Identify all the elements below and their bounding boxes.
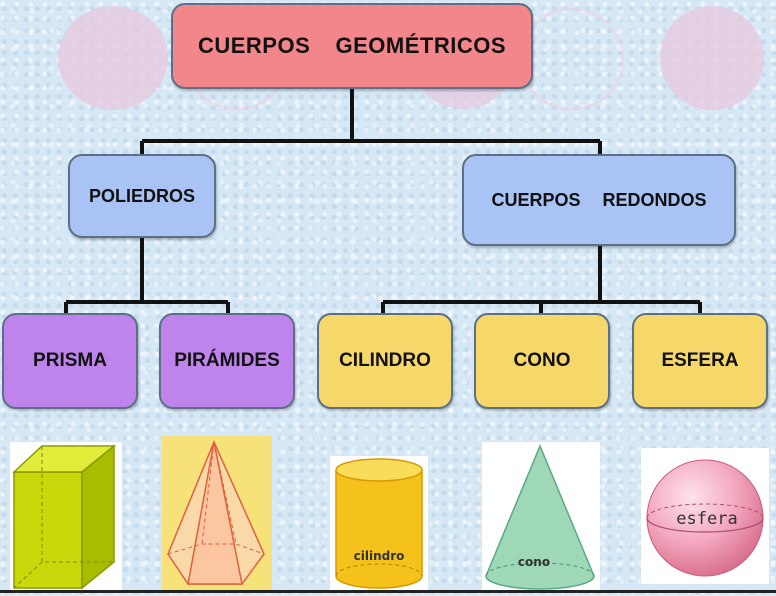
piramides-node: PIRÁMIDES [159,313,295,409]
root-label: CUERPOS GEOMÉTRICOS [197,33,507,58]
cylinder-image-label: cilindro [354,549,405,563]
cone-illustration: cono [482,442,600,592]
cilindro-label: CILINDRO [339,350,431,371]
connector-poliedros-to-children [64,238,230,314]
connector-redondos-to-children [381,246,702,314]
pyramid-illustration [162,436,272,592]
poliedros-label: POLIEDROS [88,185,195,206]
root-node: CUERPOS GEOMÉTRICOS [171,3,533,89]
cylinder-illustration: cilindro [330,456,428,592]
cilindro-node: CILINDRO [317,313,453,409]
sphere-image-label: esfera [676,509,737,529]
prism-illustration [10,442,122,592]
cono-node: CONO [474,313,610,409]
connector-root-to-level1 [140,88,602,155]
poliedros-node: POLIEDROS [68,154,216,238]
esfera-node: ESFERA [632,313,768,409]
decorative-circle-left [58,6,168,110]
sphere-illustration: esfera [641,448,769,584]
cone-image-label: cono [518,555,550,569]
prisma-label: PRISMA [33,350,107,371]
cuerpos-redondos-node: CUERPOS REDONDOS [462,154,736,246]
esfera-label: ESFERA [661,350,739,371]
prisma-node: PRISMA [2,313,138,409]
bottom-divider [0,590,776,593]
cono-label: CONO [513,350,571,371]
cuerpos-redondos-label: CUERPOS REDONDOS [491,189,707,210]
piramides-label: PIRÁMIDES [174,350,280,371]
decorative-circle-right [660,6,764,110]
